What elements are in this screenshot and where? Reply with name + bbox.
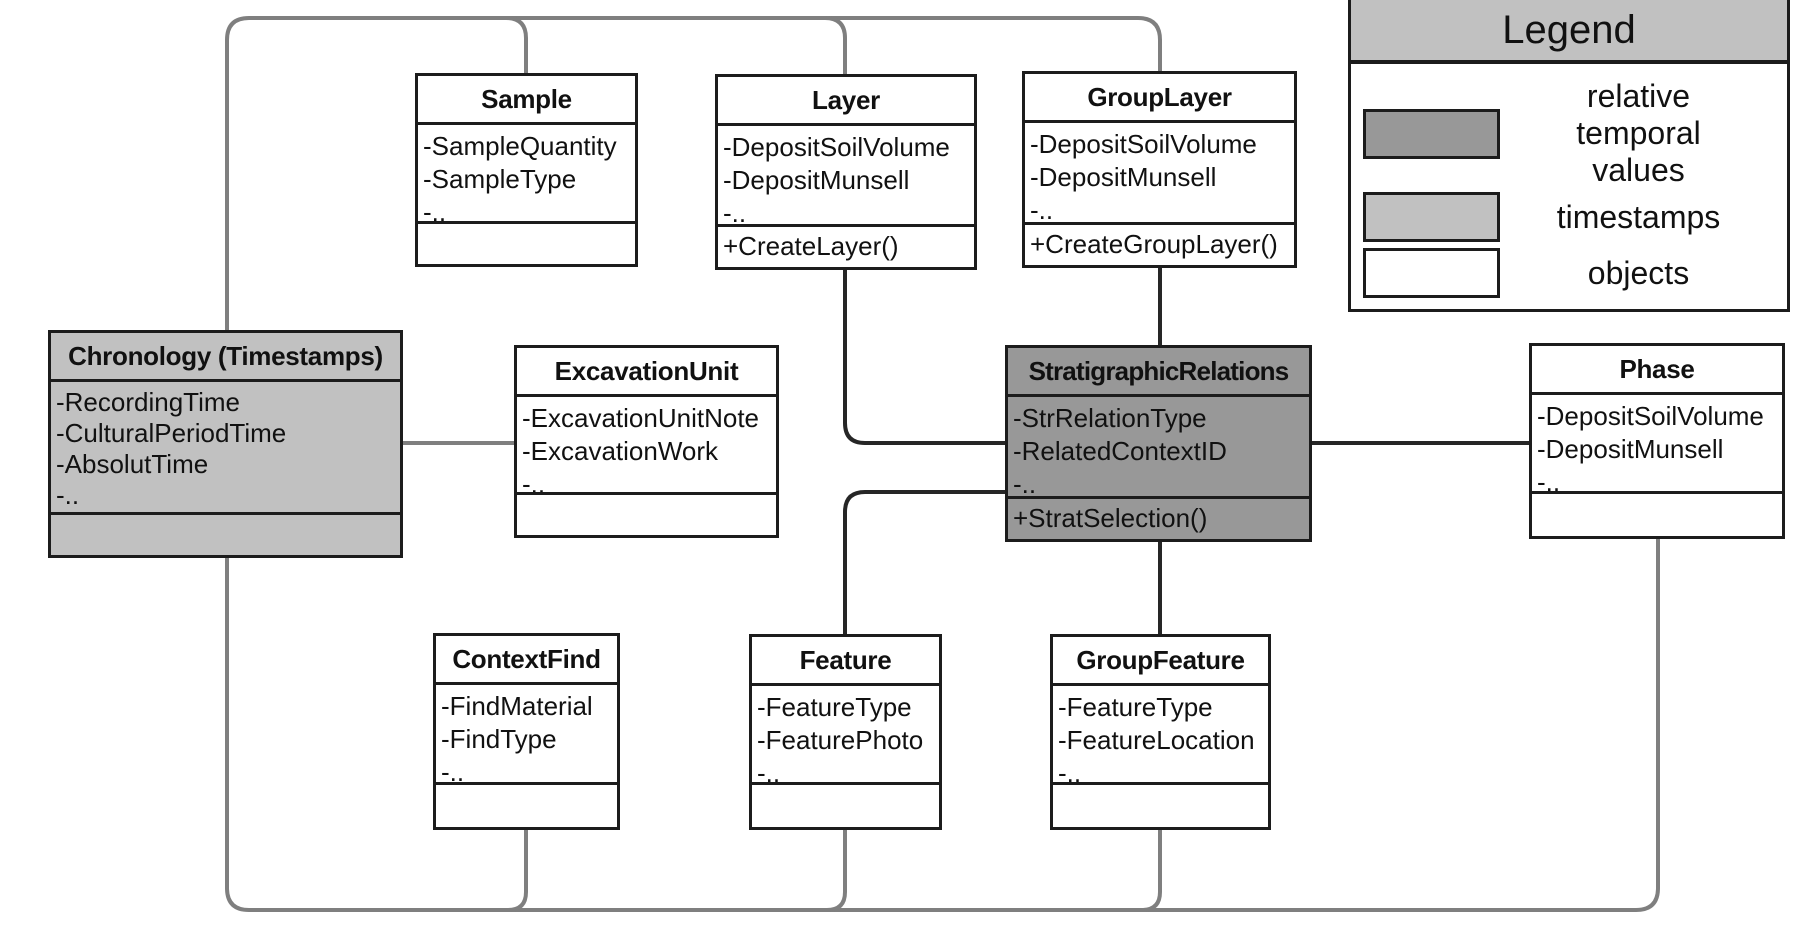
attribute: -.. (423, 197, 447, 221)
class-layer: Layer -DepositSoilVolume -DepositMunsell… (715, 74, 977, 270)
attribute: -FeatureLocation (1058, 725, 1255, 755)
attribute: -RecordingTime (56, 387, 240, 417)
attribute: -.. (1013, 469, 1037, 496)
legend-row-objects: objects (1363, 245, 1777, 301)
class-chronology-attributes: -RecordingTime -CulturalPeriodTime -Abso… (51, 382, 400, 512)
class-contextfind-methods (436, 782, 617, 827)
class-groupfeature: GroupFeature -FeatureType -FeatureLocati… (1050, 634, 1271, 830)
attribute: -DepositMunsell (1030, 162, 1217, 192)
legend-label: relative temporal values (1500, 78, 1777, 189)
connector-layer-stratigraphicrelations (843, 270, 1005, 445)
connector-feature-stratigraphicrelations (843, 490, 1005, 634)
attribute: -.. (56, 480, 80, 510)
legend-rows: relative temporal values timestamps obje… (1351, 64, 1787, 309)
legend-label: objects (1587, 255, 1690, 291)
attribute: -SampleType (423, 164, 577, 194)
connector-rise-feature (826, 830, 847, 912)
class-excavationunit-methods (517, 492, 776, 535)
legend-row-relative-temporal-values: relative temporal values (1363, 78, 1777, 189)
class-layer-attributes: -DepositSoilVolume -DepositMunsell -.. (718, 126, 974, 224)
legend-swatch-light (1363, 192, 1500, 242)
attribute: -.. (1030, 195, 1054, 222)
attribute: -.. (441, 757, 465, 782)
class-phase-attributes: -DepositSoilVolume -DepositMunsell -.. (1532, 395, 1782, 491)
attribute: -.. (1537, 467, 1561, 491)
legend-swatch-dark (1363, 108, 1500, 159)
attribute: -StrRelationType (1013, 403, 1207, 433)
attribute: -DepositSoilVolume (723, 132, 950, 162)
legend-label: timestamps (1556, 199, 1721, 235)
class-grouplayer-attributes: -DepositSoilVolume -DepositMunsell -.. (1025, 123, 1294, 222)
attribute: -FeatureType (1058, 692, 1213, 722)
method: +StratSelection() (1013, 503, 1208, 533)
class-groupfeature-attributes: -FeatureType -FeatureLocation -.. (1053, 686, 1268, 782)
attribute: -DepositMunsell (1537, 434, 1724, 464)
attribute: -FindType (441, 724, 557, 754)
class-contextfind-title: ContextFind (436, 636, 617, 685)
attribute: -DepositSoilVolume (1537, 401, 1764, 431)
class-stratigraphicrelations-title: StratigraphicRelations (1008, 348, 1309, 397)
class-phase: Phase -DepositSoilVolume -DepositMunsell… (1529, 343, 1785, 539)
class-sample-attributes: -SampleQuantity -SampleType -.. (418, 125, 635, 221)
connector-bottom-bus-chronology (225, 539, 1660, 912)
class-contextfind-attributes: -FindMaterial -FindType -.. (436, 685, 617, 782)
class-phase-methods (1532, 491, 1782, 536)
connector-rise-groupfeature (1141, 830, 1162, 912)
connector-rise-contextfind (507, 830, 528, 912)
attribute: -.. (1058, 758, 1082, 782)
class-phase-title: Phase (1532, 346, 1782, 395)
class-sample: Sample -SampleQuantity -SampleType -.. (415, 73, 638, 267)
class-sample-methods (418, 221, 635, 264)
class-grouplayer-title: GroupLayer (1025, 74, 1294, 123)
class-layer-methods: +CreateLayer() (718, 224, 974, 267)
attribute: -FindMaterial (441, 691, 593, 721)
connector-drop-sample (505, 16, 528, 73)
attribute: -RelatedContextID (1013, 436, 1227, 466)
class-layer-title: Layer (718, 77, 974, 126)
attribute: -ExcavationWork (522, 436, 719, 466)
legend-row-timestamps: timestamps (1363, 189, 1777, 245)
class-chronology-title: Chronology (Timestamps) (51, 333, 400, 382)
class-sample-title: Sample (418, 76, 635, 125)
legend-swatch-white (1363, 248, 1500, 298)
class-stratigraphicrelations-methods: +StratSelection() (1008, 496, 1309, 539)
connector-top-bus-chronology (225, 16, 1162, 330)
attribute: -.. (522, 469, 546, 492)
attribute: -ExcavationUnitNote (522, 403, 759, 433)
class-stratigraphicrelations: StratigraphicRelations -StrRelationType … (1005, 345, 1312, 542)
connector-drop-layer (824, 16, 847, 74)
attribute: -DepositSoilVolume (1030, 129, 1257, 159)
class-feature: Feature -FeatureType -FeaturePhoto -.. (749, 634, 942, 830)
attribute: -FeaturePhoto (757, 725, 924, 755)
class-chronology-methods (51, 512, 400, 555)
attribute: -DepositMunsell (723, 165, 910, 195)
attribute: -AbsolutTime (56, 449, 209, 479)
class-feature-attributes: -FeatureType -FeaturePhoto -.. (752, 686, 939, 782)
class-excavationunit-title: ExcavationUnit (517, 348, 776, 397)
attribute: -FeatureType (757, 692, 912, 722)
class-excavationunit-attributes: -ExcavationUnitNote -ExcavationWork -.. (517, 397, 776, 492)
attribute: -CulturalPeriodTime (56, 418, 287, 448)
legend: Legend relative temporal values timestam… (1348, 0, 1790, 312)
legend-title: Legend (1351, 0, 1787, 64)
class-contextfind: ContextFind -FindMaterial -FindType -.. (433, 633, 620, 830)
attribute: -.. (723, 198, 747, 224)
class-chronology: Chronology (Timestamps) -RecordingTime -… (48, 330, 403, 558)
attribute: -.. (757, 758, 781, 782)
attribute: -SampleQuantity (423, 131, 617, 161)
class-feature-title: Feature (752, 637, 939, 686)
class-groupfeature-methods (1053, 782, 1268, 827)
class-grouplayer-methods: +CreateGroupLayer() (1025, 222, 1294, 265)
class-grouplayer: GroupLayer -DepositSoilVolume -DepositMu… (1022, 71, 1297, 268)
class-excavationunit: ExcavationUnit -ExcavationUnitNote -Exca… (514, 345, 779, 538)
legend-label-text: relative temporal values (1576, 78, 1701, 188)
class-feature-methods (752, 782, 939, 827)
method: +CreateGroupLayer() (1030, 229, 1278, 259)
method: +CreateLayer() (723, 231, 899, 261)
class-groupfeature-title: GroupFeature (1053, 637, 1268, 686)
class-stratigraphicrelations-attributes: -StrRelationType -RelatedContextID -.. (1008, 397, 1309, 496)
